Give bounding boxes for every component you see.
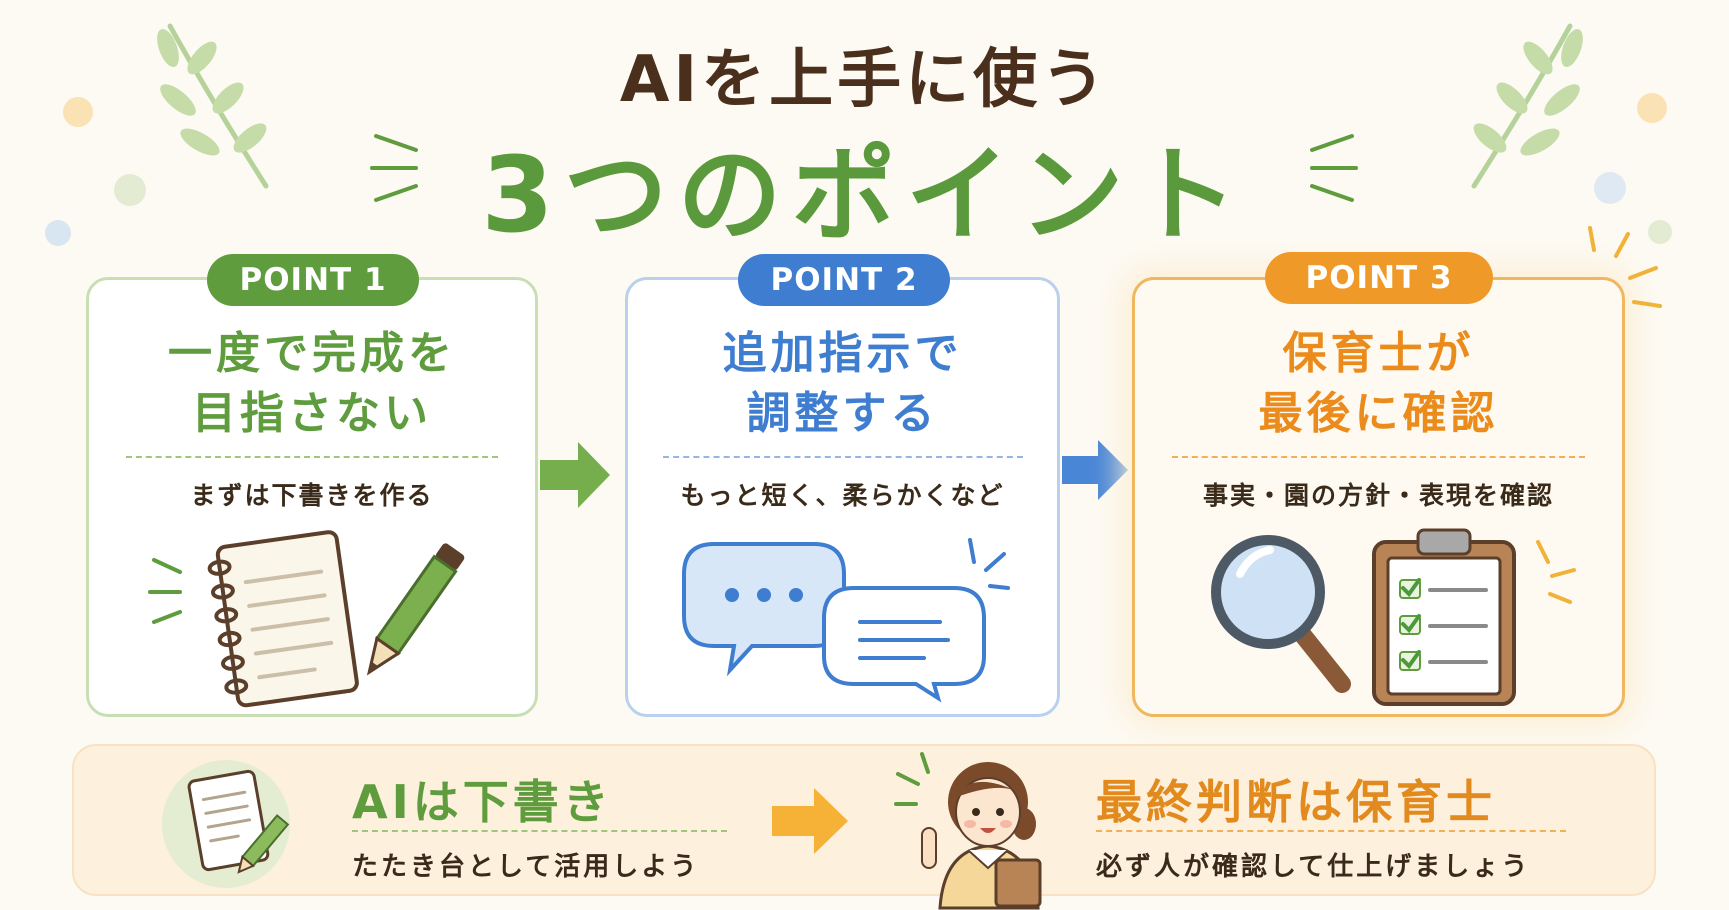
point-heading-2-line2: 調整する — [746, 388, 939, 439]
title-line-2: 3つのポイント — [481, 134, 1248, 256]
accent-lines-left — [370, 134, 418, 202]
divider — [352, 830, 727, 832]
speech-bubble-icon — [682, 542, 986, 703]
point-heading-3-line1: 保育士が — [1282, 328, 1475, 379]
banner-left-subtext: たたき台として活用しよう — [352, 852, 700, 882]
sprig-icon — [157, 23, 269, 189]
pencil-icon — [366, 543, 465, 676]
point-heading-2: 追加指示で 調整する — [625, 324, 1060, 444]
title-line-1: AIを上手に使う — [619, 43, 1110, 117]
summary-banner — [72, 744, 1656, 896]
sprig-icon — [1471, 23, 1583, 189]
banner-left-title: AIは下書き — [352, 775, 613, 829]
arrow-right-icon — [772, 788, 848, 854]
point-heading-1-line2: 目指さない — [192, 388, 432, 439]
banner-right-title: 最終判断は保育士 — [1096, 775, 1496, 829]
notebook-icon — [207, 530, 359, 708]
divider — [663, 456, 1023, 458]
point-subtext-2: もっと短く、柔らかくなど — [680, 481, 1005, 510]
accent-lines — [968, 538, 1010, 590]
arrow-right-icon — [1062, 440, 1128, 500]
point-heading-3: 保育士が 最後に確認 — [1132, 324, 1625, 444]
divider — [126, 456, 498, 458]
clipboard-checklist-icon — [1372, 528, 1516, 706]
banner-right-subtext: 必ず人が確認して仕上げましょう — [1096, 852, 1531, 882]
point-heading-3-line2: 最後に確認 — [1258, 388, 1499, 439]
point-badge-3: POINT 3 — [1265, 252, 1493, 304]
point-badge-2: POINT 2 — [738, 254, 950, 306]
accent-lines — [1536, 540, 1576, 604]
point-heading-2-line1: 追加指示で — [722, 328, 963, 379]
divider — [1096, 830, 1566, 832]
point-subtext-3: 事実・園の方針・表現を確認 — [1202, 481, 1554, 510]
point-subtext-1: まずは下書きを作る — [190, 481, 434, 510]
point-badge-1: POINT 1 — [207, 254, 419, 306]
document-icon — [162, 760, 290, 888]
point-heading-1-line1: 一度で完成を — [168, 328, 456, 379]
magnifier-icon — [1211, 535, 1351, 693]
arrow-right-icon — [540, 442, 610, 508]
accent-lines-right — [1310, 134, 1358, 202]
accent-lines — [148, 558, 182, 624]
point-heading-1: 一度で完成を 目指さない — [86, 324, 538, 444]
teacher-avatar — [894, 752, 1042, 910]
accent-lines — [1588, 226, 1662, 308]
divider — [1172, 456, 1585, 458]
